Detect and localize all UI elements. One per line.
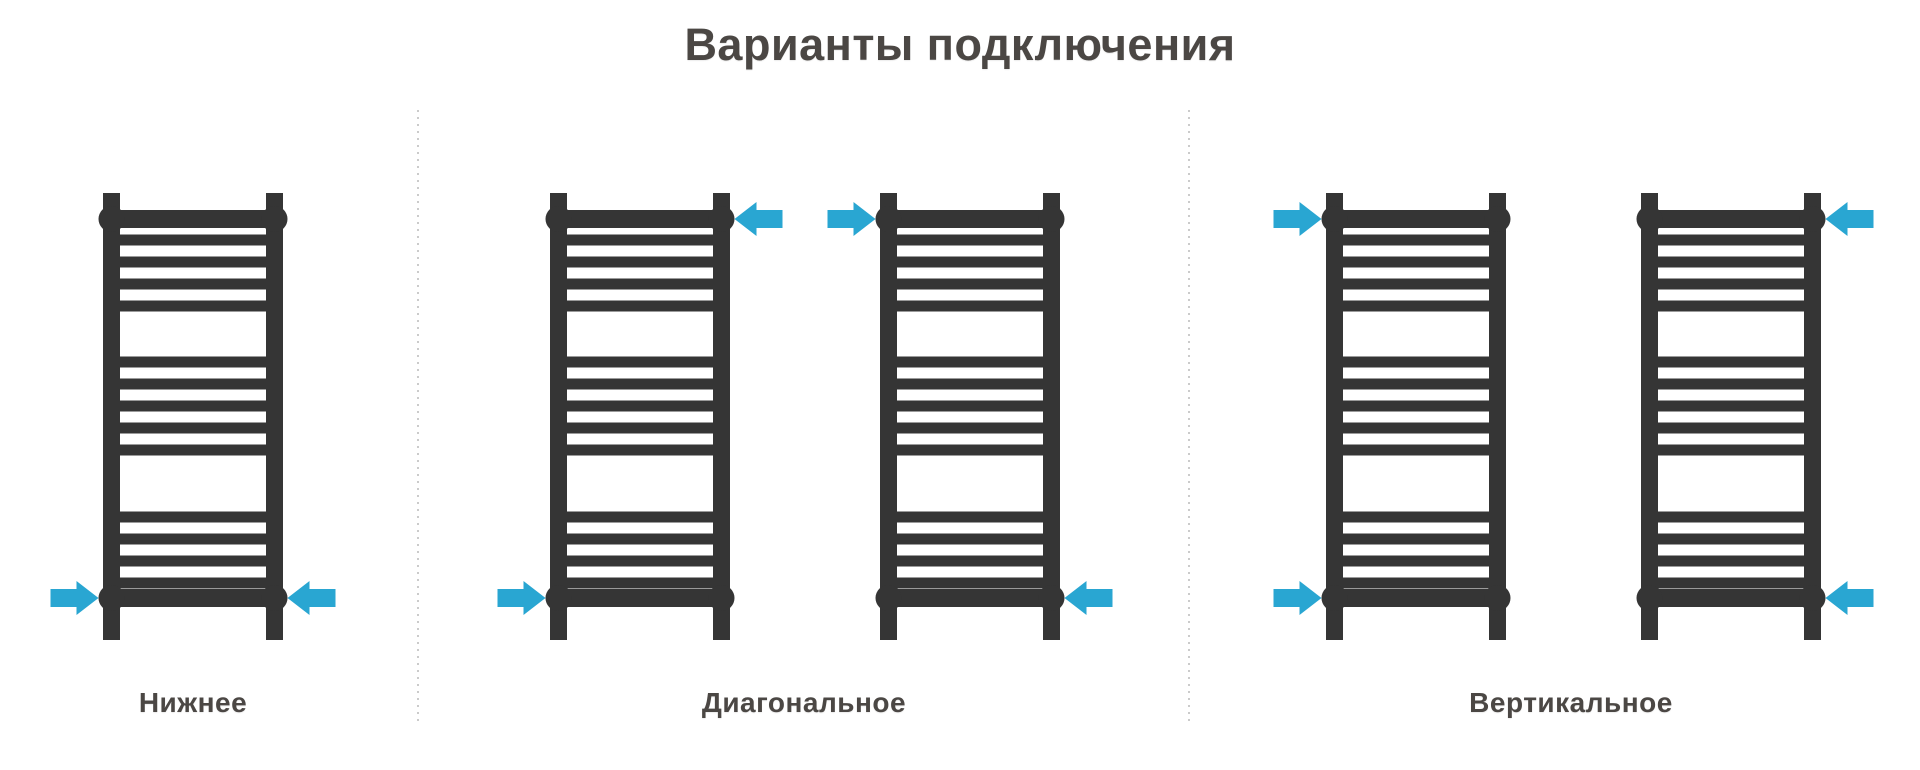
flow-arrow-icon-bottom-right [1825, 581, 1874, 615]
section-label-diagonal: Диагональное [701, 687, 907, 718]
towel-rail-icon [50, 193, 336, 640]
connection-node [1321, 585, 1348, 611]
flow-arrow-icon-top-left [827, 202, 876, 236]
radiator-diagonal-connection-b [820, 189, 1120, 649]
connection-node [1636, 585, 1663, 611]
section-label-bottom: Нижнее [138, 687, 248, 718]
flow-arrow-icon-bottom-right [1064, 581, 1113, 615]
towel-rail-icon [1273, 193, 1511, 640]
connection-node [1799, 206, 1826, 232]
connection-node [1038, 206, 1065, 232]
towel-rail-icon [497, 193, 783, 640]
connection-node [98, 206, 125, 232]
connection-node [708, 206, 735, 232]
connection-node [708, 585, 735, 611]
radiator-bottom-connection [43, 189, 343, 649]
flow-arrow-icon-bottom-right [287, 581, 336, 615]
connection-node [1484, 206, 1511, 232]
connection-node [261, 206, 288, 232]
towel-rail-icon [1636, 193, 1874, 640]
connection-node [1038, 585, 1065, 611]
connection-node [1321, 206, 1348, 232]
connection-node [1799, 585, 1826, 611]
section-divider [417, 110, 419, 726]
connection-node [1484, 585, 1511, 611]
flow-arrow-icon-bottom-left [497, 581, 546, 615]
connection-node [875, 206, 902, 232]
flow-arrow-icon-top-left [1273, 202, 1322, 236]
flow-arrow-icon-bottom-left [50, 581, 99, 615]
connection-node [545, 206, 572, 232]
flow-arrow-icon-top-right [734, 202, 783, 236]
connection-node [545, 585, 572, 611]
connection-node [261, 585, 288, 611]
connection-node [98, 585, 125, 611]
radiator-vertical-connection-b [1581, 189, 1881, 649]
section-divider [1188, 110, 1190, 726]
page-title: Варианты подключения [684, 19, 1236, 70]
towel-rail-icon [827, 193, 1113, 640]
connection-node [875, 585, 902, 611]
connection-node [1636, 206, 1663, 232]
radiator-vertical-connection-a [1266, 189, 1566, 649]
flow-arrow-icon-top-right [1825, 202, 1874, 236]
flow-arrow-icon-bottom-left [1273, 581, 1322, 615]
section-label-vertical: Вертикальное [1469, 687, 1673, 718]
radiator-diagonal-connection-a [490, 189, 790, 649]
